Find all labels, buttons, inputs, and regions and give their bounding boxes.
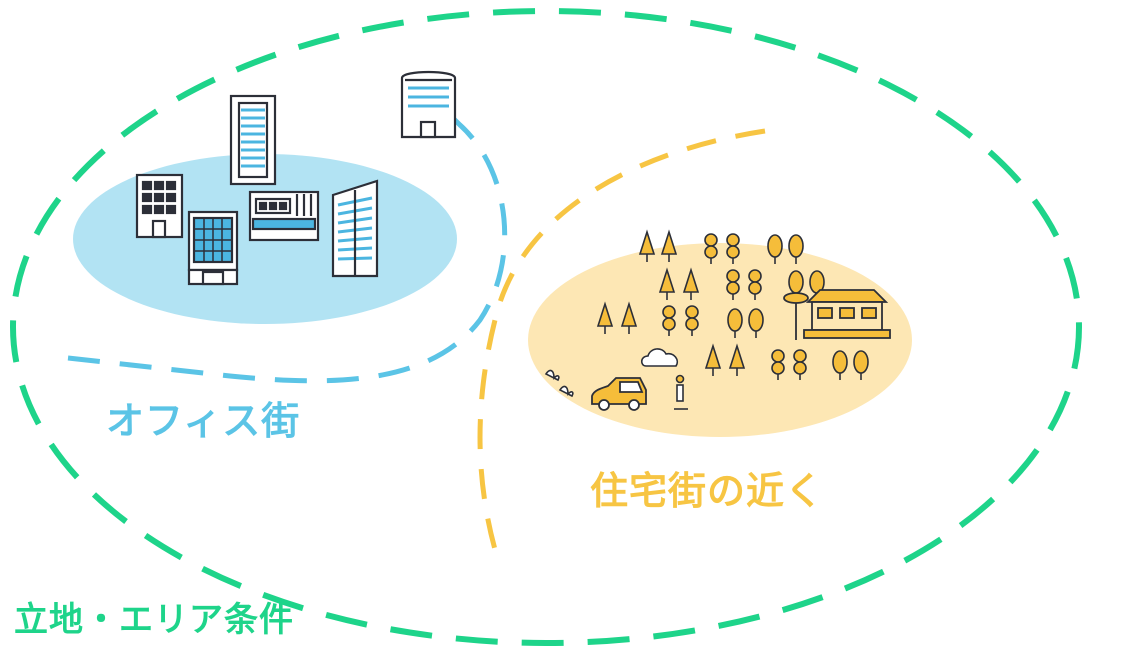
office-block-icon bbox=[187, 210, 239, 286]
tree-icon bbox=[771, 349, 785, 363]
tree-icon bbox=[853, 350, 869, 374]
tree-icon bbox=[793, 349, 807, 363]
tree-icon bbox=[727, 308, 743, 332]
bird-icon bbox=[544, 369, 574, 398]
tree-icon bbox=[704, 233, 718, 247]
location-area-conditions-label: 立地・エリア条件 bbox=[14, 600, 294, 640]
tree-icon bbox=[726, 269, 740, 283]
house-icon bbox=[803, 289, 891, 339]
outer-region-outline bbox=[10, 8, 1082, 646]
residential-area-label: 住宅街の近く bbox=[590, 469, 825, 513]
building-icon bbox=[135, 173, 184, 239]
tree-icon bbox=[788, 234, 804, 258]
glass-tower-icon bbox=[331, 179, 379, 278]
sign-icon bbox=[783, 292, 809, 340]
tree-icon bbox=[660, 229, 678, 255]
office-district-label: オフィス街 bbox=[106, 399, 301, 443]
tree-icon bbox=[767, 234, 783, 258]
tree-icon bbox=[726, 233, 740, 247]
tree-icon bbox=[685, 305, 699, 319]
round-tower-icon bbox=[400, 70, 457, 139]
tree-icon bbox=[662, 305, 676, 319]
tree-icon bbox=[638, 229, 656, 255]
cloud-icon bbox=[640, 348, 679, 367]
tree-icon bbox=[748, 308, 764, 332]
tree-icon bbox=[748, 269, 762, 283]
office-block-icon bbox=[248, 190, 320, 242]
car-icon bbox=[591, 377, 647, 411]
skyscraper-icon bbox=[229, 94, 277, 186]
tree-icon bbox=[788, 270, 804, 294]
tree-icon bbox=[832, 350, 848, 374]
residential-region-outline bbox=[477, 128, 766, 561]
residential-area-blob bbox=[528, 243, 912, 437]
person-icon bbox=[674, 374, 688, 410]
